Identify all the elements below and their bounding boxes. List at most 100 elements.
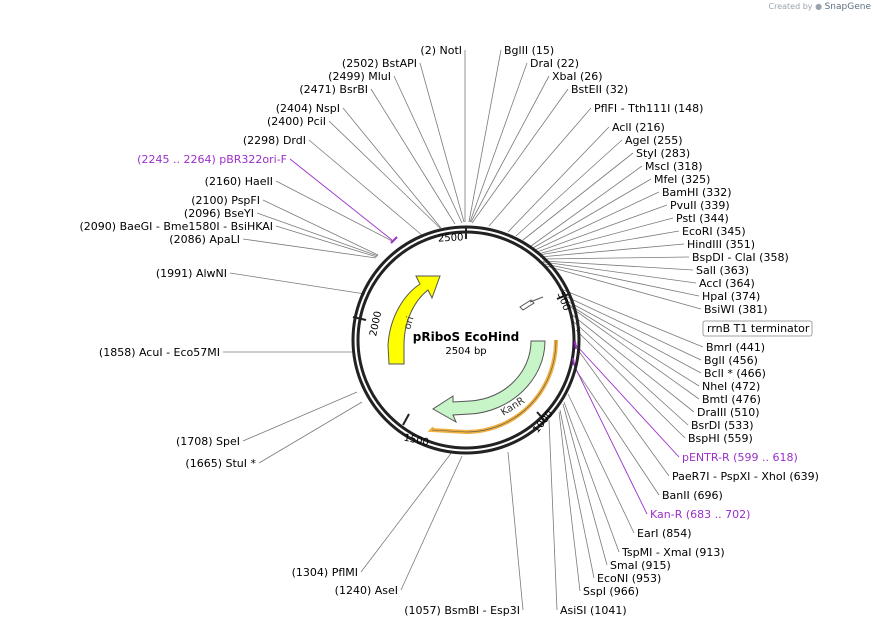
right_labels-3-leader — [471, 88, 569, 224]
right_labels-37-leader — [548, 419, 558, 611]
right_labels-24: BmtI (476) — [702, 393, 761, 406]
right_labels-0: BglII (15) — [504, 44, 554, 57]
right_labels-5: AclI (216) — [612, 121, 665, 134]
tick-1000 — [536, 411, 546, 422]
left_labels-9-leader — [262, 199, 379, 256]
left_labels-5: (2400) PciI — [267, 115, 326, 128]
right_labels-28-leader — [575, 344, 680, 458]
left_labels-1-leader — [419, 62, 465, 223]
kan-r-primer-arc-edge — [431, 339, 557, 433]
ori-feature — [387, 275, 441, 365]
tick-label-2500: 2500 — [438, 232, 464, 244]
left_labels-18-leader — [400, 455, 463, 591]
right_labels-19-leader — [545, 265, 702, 310]
right_labels-35-leader — [559, 409, 595, 579]
tick-500 — [556, 293, 570, 300]
right_labels-0-leader — [468, 49, 502, 223]
right_labels-17: AccI (364) — [699, 277, 755, 290]
right_labels-2-leader — [470, 75, 550, 223]
leader-lines — [223, 49, 704, 611]
left_labels-16: (1665) StuI * — [185, 457, 256, 470]
right_labels-17-leader — [542, 261, 697, 284]
snapgene-credit: Created by ● SnapGene — [769, 2, 872, 12]
right_labels-22: BclI * (466) — [704, 367, 766, 380]
site-labels: BglII (15)DraI (22)XbaI (26)BstEII (32)P… — [80, 44, 819, 617]
right_labels-21-leader — [564, 295, 702, 361]
right_labels-10-leader — [534, 191, 660, 251]
left_labels-19: (1057) BsmBI - Esp3I — [404, 604, 520, 617]
right_labels-23-leader — [567, 303, 700, 387]
right_labels-1: DraI (22) — [530, 57, 579, 70]
plasmid-name: pRiboS EcoHind — [413, 330, 519, 344]
right_labels-15-leader — [541, 256, 690, 260]
right_labels-30-leader — [575, 369, 660, 496]
credit-brand: SnapGene — [824, 2, 871, 12]
tick-1500 — [402, 413, 410, 426]
left_labels-15: (1708) SpeI — [176, 435, 240, 448]
left_labels-16-leader — [258, 401, 363, 464]
left_labels-6: (2298) DrdI — [243, 134, 306, 147]
right_labels-6: AgeI (255) — [625, 134, 683, 147]
right_labels-36: SspI (966) — [583, 585, 639, 598]
right_labels-7-leader — [522, 152, 634, 241]
right_labels-30: BanII (696) — [662, 489, 723, 502]
right_labels-35: EcoNI (953) — [597, 572, 661, 585]
right_labels-12-leader — [537, 217, 674, 255]
left_labels-7-leader — [289, 158, 393, 241]
right_labels-9: MfeI (325) — [654, 173, 710, 186]
right_labels-29-leader — [577, 349, 670, 477]
left_labels-7: (2245 .. 2264) pBR322ori-F — [137, 153, 287, 166]
right_labels-15: BspDI - ClaI (358) — [692, 251, 789, 264]
right_labels-18: HpaI (374) — [702, 290, 760, 303]
left_labels-2-leader — [393, 75, 463, 224]
pbr322ori-f-marker — [390, 236, 398, 244]
right_labels-6-leader — [515, 139, 623, 237]
right_labels-8-leader — [530, 165, 643, 247]
right_labels-11: PvuII (339) — [670, 199, 730, 212]
right_labels-32-leader — [567, 393, 635, 534]
left_labels-12-leader — [242, 238, 377, 259]
left_labels-8-leader — [275, 180, 393, 242]
left_labels-10: (2096) BseYI — [184, 207, 254, 220]
left_labels-9: (2100) PspFI — [191, 194, 260, 207]
left_labels-4-leader — [342, 107, 442, 229]
left_labels-8: (2160) HaeII — [205, 175, 273, 188]
right_labels-1-leader — [469, 62, 528, 223]
terminator-icon — [519, 296, 544, 311]
right_labels-31-leader — [573, 364, 648, 515]
right_labels-24-leader — [568, 305, 700, 400]
left_labels-17-leader — [360, 451, 453, 573]
left_labels-13-leader — [229, 272, 366, 295]
right_labels-34: SmaI (915) — [610, 559, 671, 572]
right_labels-26: BsrDI (533) — [691, 419, 754, 432]
left_labels-6-leader — [308, 139, 424, 237]
right_labels-2: XbaI (26) — [552, 70, 603, 83]
tick-label-2000: 2000 — [368, 310, 384, 337]
left_labels-12: (2086) ApaLI — [169, 233, 240, 246]
right_labels-27: BspHI (559) — [688, 432, 753, 445]
right_labels-36-leader — [558, 411, 581, 592]
right_labels-23: NheI (472) — [702, 380, 760, 393]
right_labels-19: BsiWI (381) — [704, 303, 768, 316]
left_labels-19-leader — [507, 451, 524, 611]
right_labels-16: SalI (363) — [696, 264, 749, 277]
left_labels-11: (2090) BaeGI - Bme1580I - BsiHKAI — [80, 220, 273, 233]
right_labels-27-leader — [575, 329, 686, 439]
right_labels-28: pENTR-R (599 .. 618) — [682, 451, 798, 464]
right_labels-32: EarI (854) — [637, 527, 692, 540]
ori-label: ori — [402, 315, 416, 331]
right_labels-37: AsiSI (1041) — [560, 604, 627, 617]
left_labels-17: (1304) PflMI — [292, 566, 358, 579]
right_labels-10: BamHI (332) — [662, 186, 732, 199]
tick-label-1500: 1500 — [403, 433, 430, 449]
right_labels-33: TspMI - XmaI (913) — [621, 546, 725, 559]
terminator-label-box — [702, 320, 813, 337]
right_labels-4-leader — [488, 107, 592, 227]
pentr-r-marker — [574, 340, 577, 350]
right_labels-14: HindIII (351) — [687, 238, 755, 251]
right_labels-9-leader — [532, 178, 652, 249]
right_labels-21: BglI (456) — [704, 354, 758, 367]
right_labels-33-leader — [563, 401, 620, 553]
tick-marks — [352, 226, 570, 426]
